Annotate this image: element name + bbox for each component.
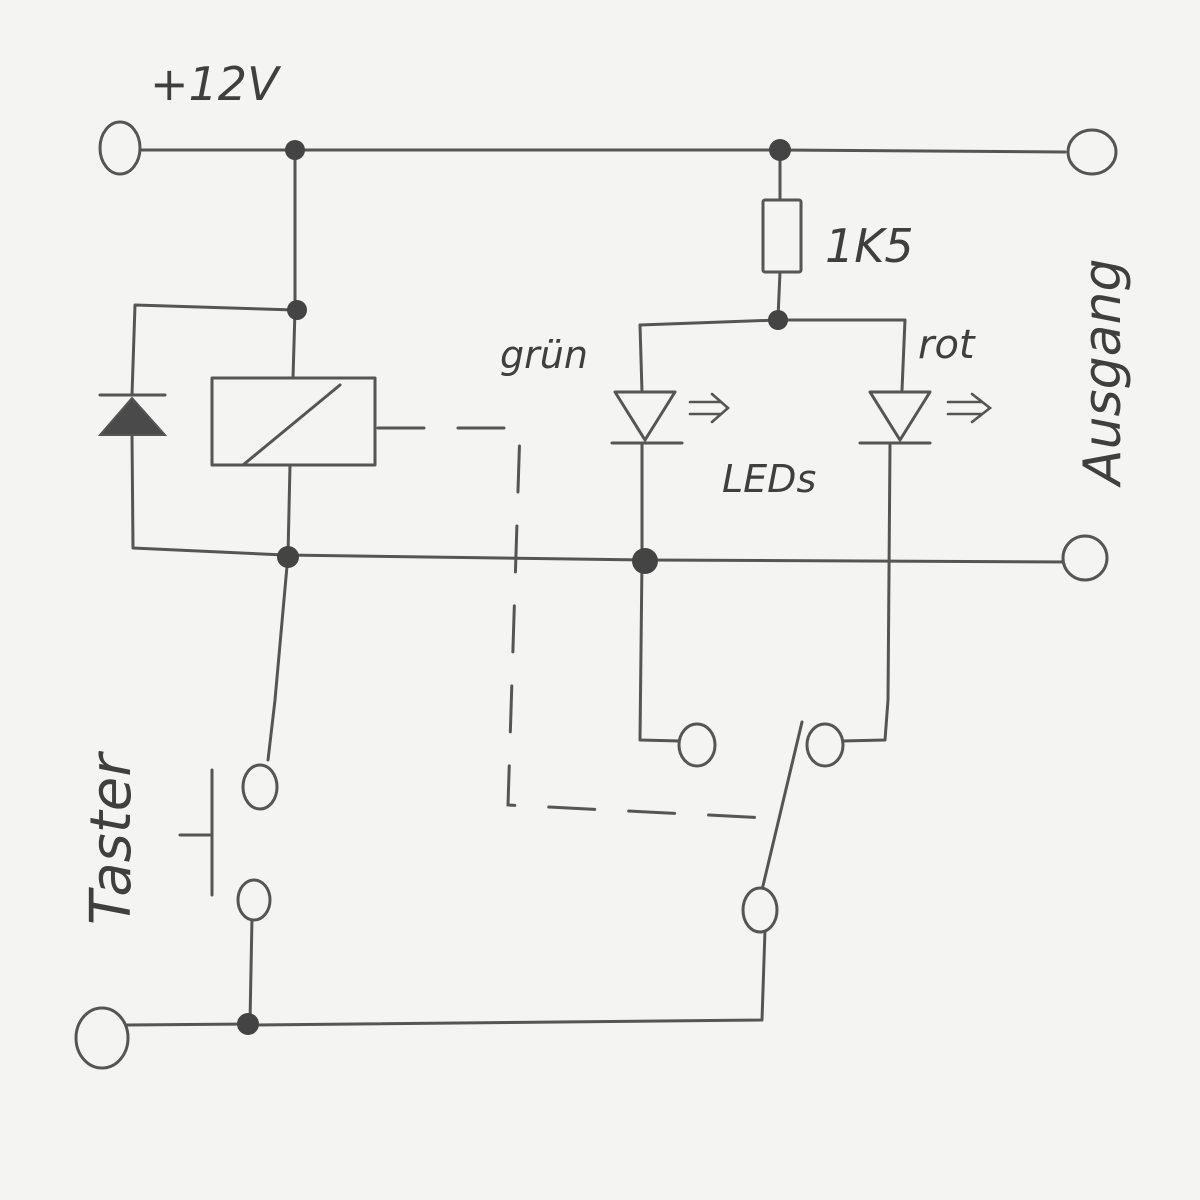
- junction-dot: [237, 1013, 259, 1035]
- wires: [123, 148, 1072, 1027]
- green-led-wire: [638, 443, 682, 743]
- relay-bottom-wire: [286, 463, 292, 557]
- switch-common-contact: [741, 886, 779, 934]
- button-label: Taster: [79, 751, 144, 925]
- leds-label: LEDs: [722, 457, 816, 501]
- red-led: [858, 390, 993, 445]
- supply-rail: [138, 148, 1067, 154]
- flyback-diode-triangle: [97, 396, 168, 436]
- resistor-body: [761, 198, 803, 274]
- junction-dot: [285, 140, 305, 160]
- supply-terminal: [98, 120, 142, 176]
- junction-dot: [277, 546, 299, 568]
- junction-dot: [632, 548, 658, 574]
- button-upper-terminal: [241, 763, 279, 811]
- input-terminal: [74, 1006, 130, 1070]
- diode-bottom-wire: [130, 433, 287, 557]
- supply-label: +12V: [150, 57, 282, 111]
- output-label: Ausgang: [1073, 259, 1133, 488]
- relay-switch-blade: [760, 720, 804, 892]
- input-wire: [123, 1022, 252, 1027]
- resistor-label: 1K5: [825, 219, 914, 273]
- junction-dot: [287, 300, 307, 320]
- relay-coil: [210, 376, 377, 467]
- output-upper-terminal: [1066, 128, 1118, 176]
- green-led-label: grün: [500, 333, 588, 377]
- output-rail: [283, 553, 1072, 564]
- switch-red-contact: [805, 722, 845, 768]
- switch-common-wire: [253, 928, 767, 1027]
- button-lower-wire: [248, 916, 254, 1024]
- junction-dot: [769, 139, 791, 161]
- button-upper-wire: [266, 553, 290, 762]
- switch-green-contact: [677, 722, 717, 768]
- diode-top-wire: [130, 303, 297, 397]
- led-branch-rail: [638, 318, 907, 394]
- red-led-label: rot: [918, 322, 976, 368]
- relay-linkage: [376, 426, 770, 820]
- flyback-diode: [97, 393, 168, 436]
- red-led-wire: [840, 443, 892, 743]
- green-led: [610, 390, 730, 445]
- button-lower-terminal: [236, 878, 272, 922]
- output-lower-terminal: [1061, 534, 1109, 582]
- push-button: [178, 768, 214, 897]
- junction-dot: [768, 310, 788, 330]
- relay-top-wire: [291, 308, 297, 380]
